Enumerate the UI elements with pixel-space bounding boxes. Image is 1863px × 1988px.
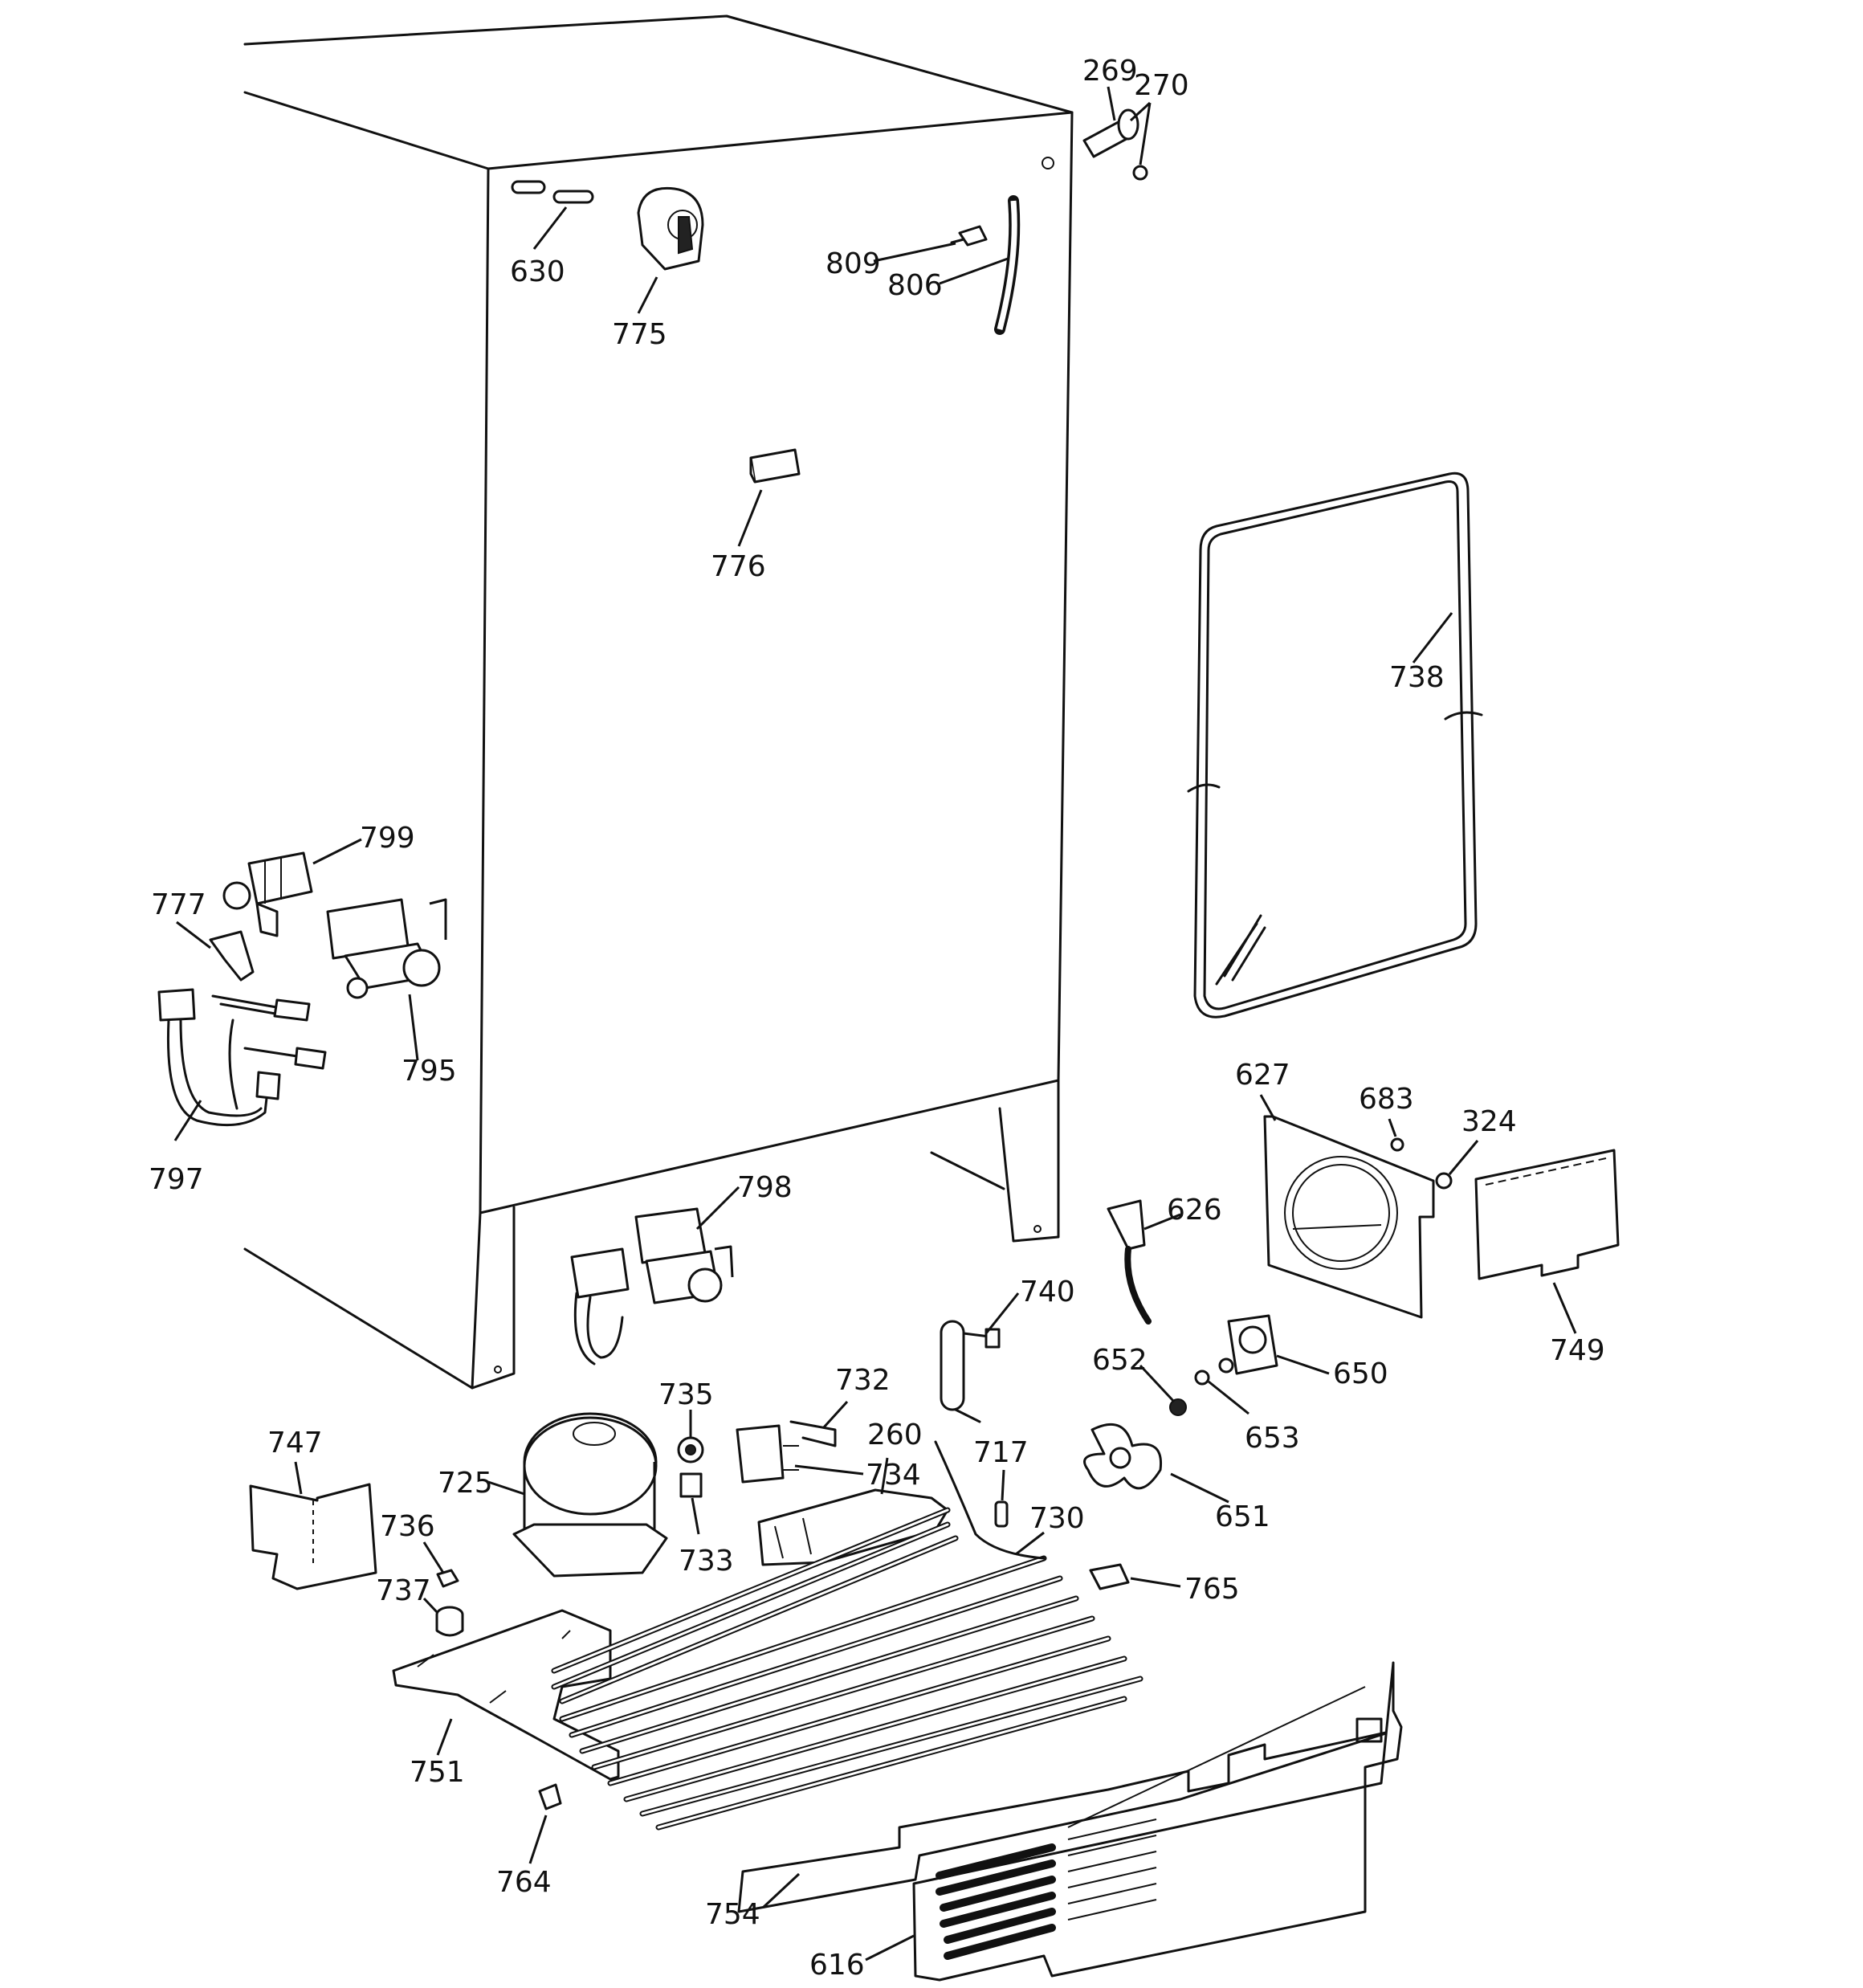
part-775: [637, 186, 704, 271]
label-733: 733: [679, 1545, 734, 1578]
part-764: [538, 1783, 562, 1810]
part-269: [1082, 108, 1139, 158]
part-labels: 269 270 630 775 809 806 776 738 799 777 …: [149, 55, 1605, 1982]
label-616: 616: [809, 1949, 865, 1982]
label-270: 270: [1134, 69, 1189, 102]
label-751: 751: [410, 1756, 465, 1789]
part-732: [789, 1420, 837, 1447]
part-725: [512, 1412, 668, 1578]
label-764: 764: [496, 1866, 552, 1899]
label-653: 653: [1245, 1422, 1300, 1455]
label-627: 627: [1235, 1059, 1290, 1092]
label-324: 324: [1461, 1105, 1517, 1138]
part-270: [1132, 165, 1148, 181]
part-795: [326, 898, 447, 999]
part-630: [511, 180, 594, 204]
part-733: [679, 1472, 703, 1498]
label-809: 809: [826, 247, 881, 280]
label-777: 777: [151, 888, 206, 921]
label-651: 651: [1215, 1500, 1270, 1533]
label-775: 775: [612, 318, 667, 351]
part-765: [1089, 1563, 1130, 1590]
part-735: [677, 1436, 704, 1463]
part-776: [749, 448, 801, 484]
label-797: 797: [149, 1163, 204, 1196]
part-627: [1263, 1115, 1435, 1319]
part-809: [950, 225, 988, 247]
part-653: [1194, 1370, 1210, 1386]
part-797: [157, 988, 327, 1127]
label-736: 736: [380, 1510, 435, 1543]
label-260: 260: [867, 1419, 923, 1451]
part-730: [551, 1440, 1143, 1831]
part-736: [436, 1569, 459, 1588]
part-324: [1435, 1172, 1453, 1190]
part-806-inner: [997, 200, 1017, 330]
part-650: [1218, 1314, 1278, 1375]
label-730: 730: [1029, 1502, 1085, 1535]
label-732: 732: [835, 1364, 891, 1397]
label-740: 740: [1020, 1276, 1075, 1308]
label-652: 652: [1092, 1344, 1148, 1377]
label-749: 749: [1550, 1334, 1605, 1367]
part-626: [1107, 1199, 1152, 1325]
label-795: 795: [402, 1055, 457, 1088]
part-749: [1474, 1149, 1620, 1280]
label-765: 765: [1184, 1573, 1240, 1606]
part-751: [392, 1609, 620, 1781]
part-798: [570, 1207, 734, 1365]
part-799: [222, 851, 313, 937]
part-717: [994, 1500, 1009, 1528]
label-717: 717: [973, 1436, 1029, 1469]
label-725: 725: [438, 1467, 493, 1500]
cabinet: [243, 14, 1074, 1390]
part-683: [1390, 1137, 1404, 1152]
part-737: [435, 1606, 464, 1637]
label-269: 269: [1082, 55, 1138, 88]
part-747: [249, 1483, 377, 1590]
label-806: 806: [887, 269, 943, 302]
label-747: 747: [267, 1427, 323, 1459]
label-630: 630: [510, 255, 565, 288]
label-650: 650: [1333, 1357, 1388, 1390]
label-683: 683: [1359, 1083, 1414, 1116]
label-735: 735: [658, 1378, 714, 1411]
leader-lines: [173, 86, 1577, 1961]
part-652: [1169, 1398, 1187, 1416]
part-734: [736, 1424, 799, 1484]
part-651: [1083, 1423, 1163, 1490]
label-798: 798: [737, 1171, 793, 1204]
label-776: 776: [711, 550, 766, 583]
label-754: 754: [705, 1898, 760, 1931]
part-740: [940, 1320, 1001, 1423]
part-738: [1187, 471, 1483, 1018]
part-754: [737, 1729, 1395, 1913]
label-737: 737: [376, 1574, 431, 1607]
part-616: [912, 1661, 1403, 1982]
label-799: 799: [360, 822, 415, 855]
part-777: [209, 930, 255, 982]
part-260: [757, 1488, 949, 1566]
label-738: 738: [1389, 661, 1445, 694]
label-734: 734: [866, 1459, 921, 1492]
label-626: 626: [1167, 1194, 1222, 1227]
